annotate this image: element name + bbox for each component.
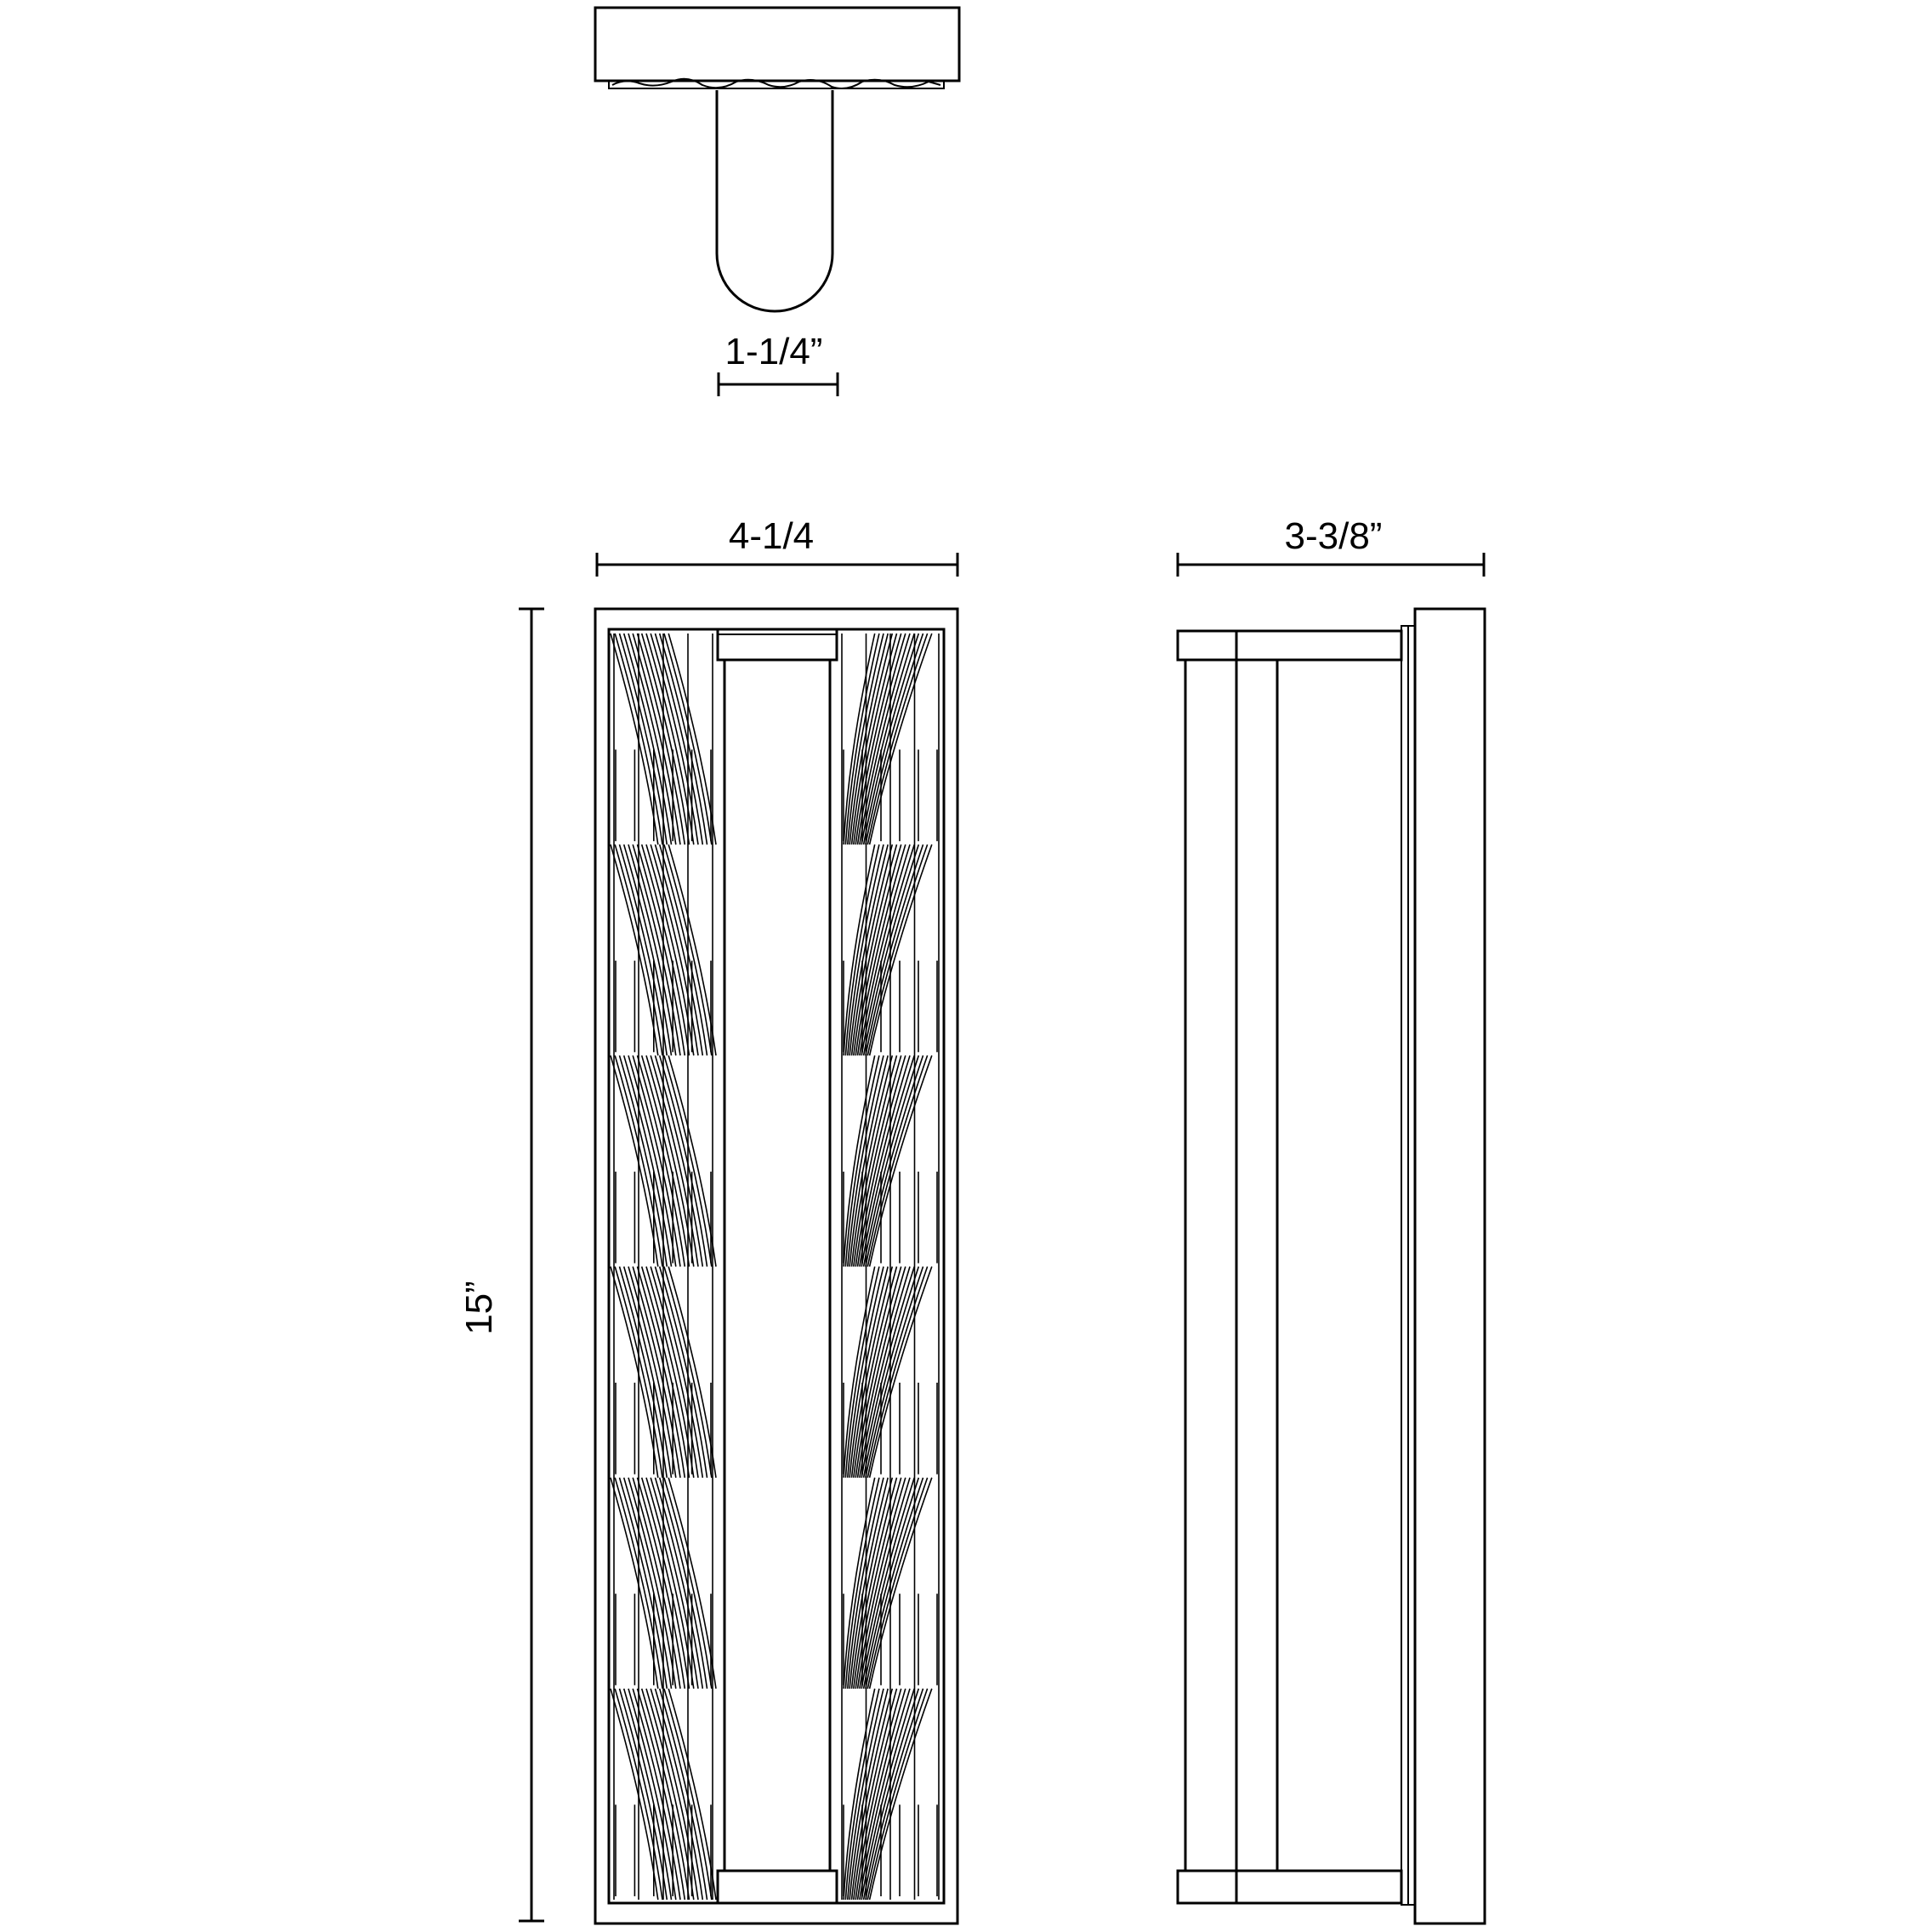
wood-grain-panel-left [610, 633, 717, 1901]
center-light-bar [716, 628, 838, 1905]
top-view-shade-edge [608, 77, 945, 89]
top-view-tube [715, 90, 834, 313]
front-width-dimension-line [595, 553, 959, 577]
side-depth-dimension-line [1176, 553, 1486, 577]
side-view: 3-3/8” [1176, 515, 1486, 1925]
side-shade-body [1184, 631, 1401, 1903]
side-top-arm [1176, 629, 1403, 662]
top-view: 1-1/4” [594, 6, 961, 396]
height-label: 15” [458, 1281, 500, 1335]
front-view: 4-1/4 15” [458, 515, 959, 1925]
front-width-label: 4-1/4 [729, 515, 814, 557]
side-backplate [1413, 607, 1486, 1925]
wood-grain-panel-right [841, 633, 940, 1901]
front-frame-outer [594, 607, 959, 1925]
top-view-width-label: 1-1/4” [725, 331, 823, 372]
side-bottom-arm [1176, 1869, 1403, 1905]
height-dimension-line [519, 607, 544, 1923]
top-view-backplate [594, 6, 961, 82]
side-depth-label: 3-3/8” [1285, 515, 1383, 557]
top-view-width-dimension-line [717, 372, 839, 396]
